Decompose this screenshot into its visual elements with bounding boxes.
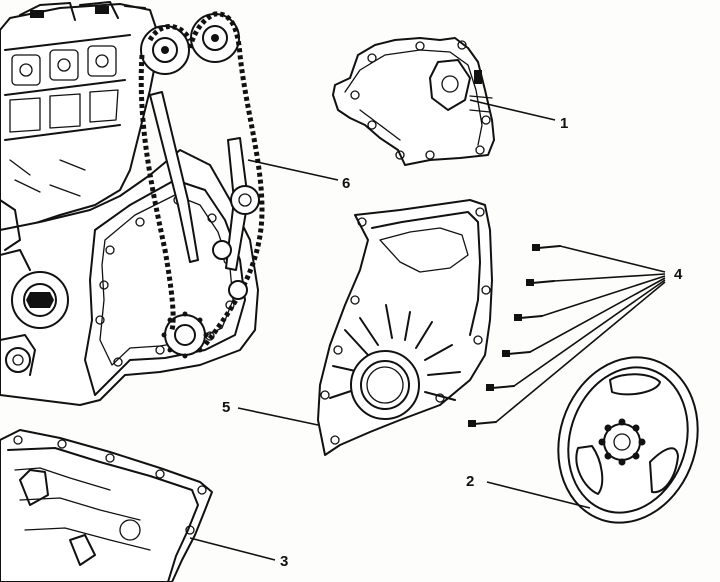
callout-4: 4 — [674, 266, 683, 283]
callout-5: 5 — [222, 399, 230, 416]
engine-block — [0, 1, 259, 406]
oil-pan — [0, 429, 213, 582]
upper-timing-cover — [332, 37, 495, 166]
timing-chain-assembly — [138, 11, 265, 347]
callout-3: 3 — [280, 553, 288, 570]
callout-1: 1 — [560, 115, 568, 132]
crankshaft-pulley — [557, 356, 699, 524]
callout-6: 6 — [342, 175, 350, 192]
callout-labels: 1 6 4 5 2 3 — [222, 115, 683, 570]
callout-leaders — [189, 99, 666, 561]
front-timing-cover — [317, 199, 493, 456]
cover-bolts — [468, 244, 561, 427]
callout-2: 2 — [466, 473, 474, 490]
